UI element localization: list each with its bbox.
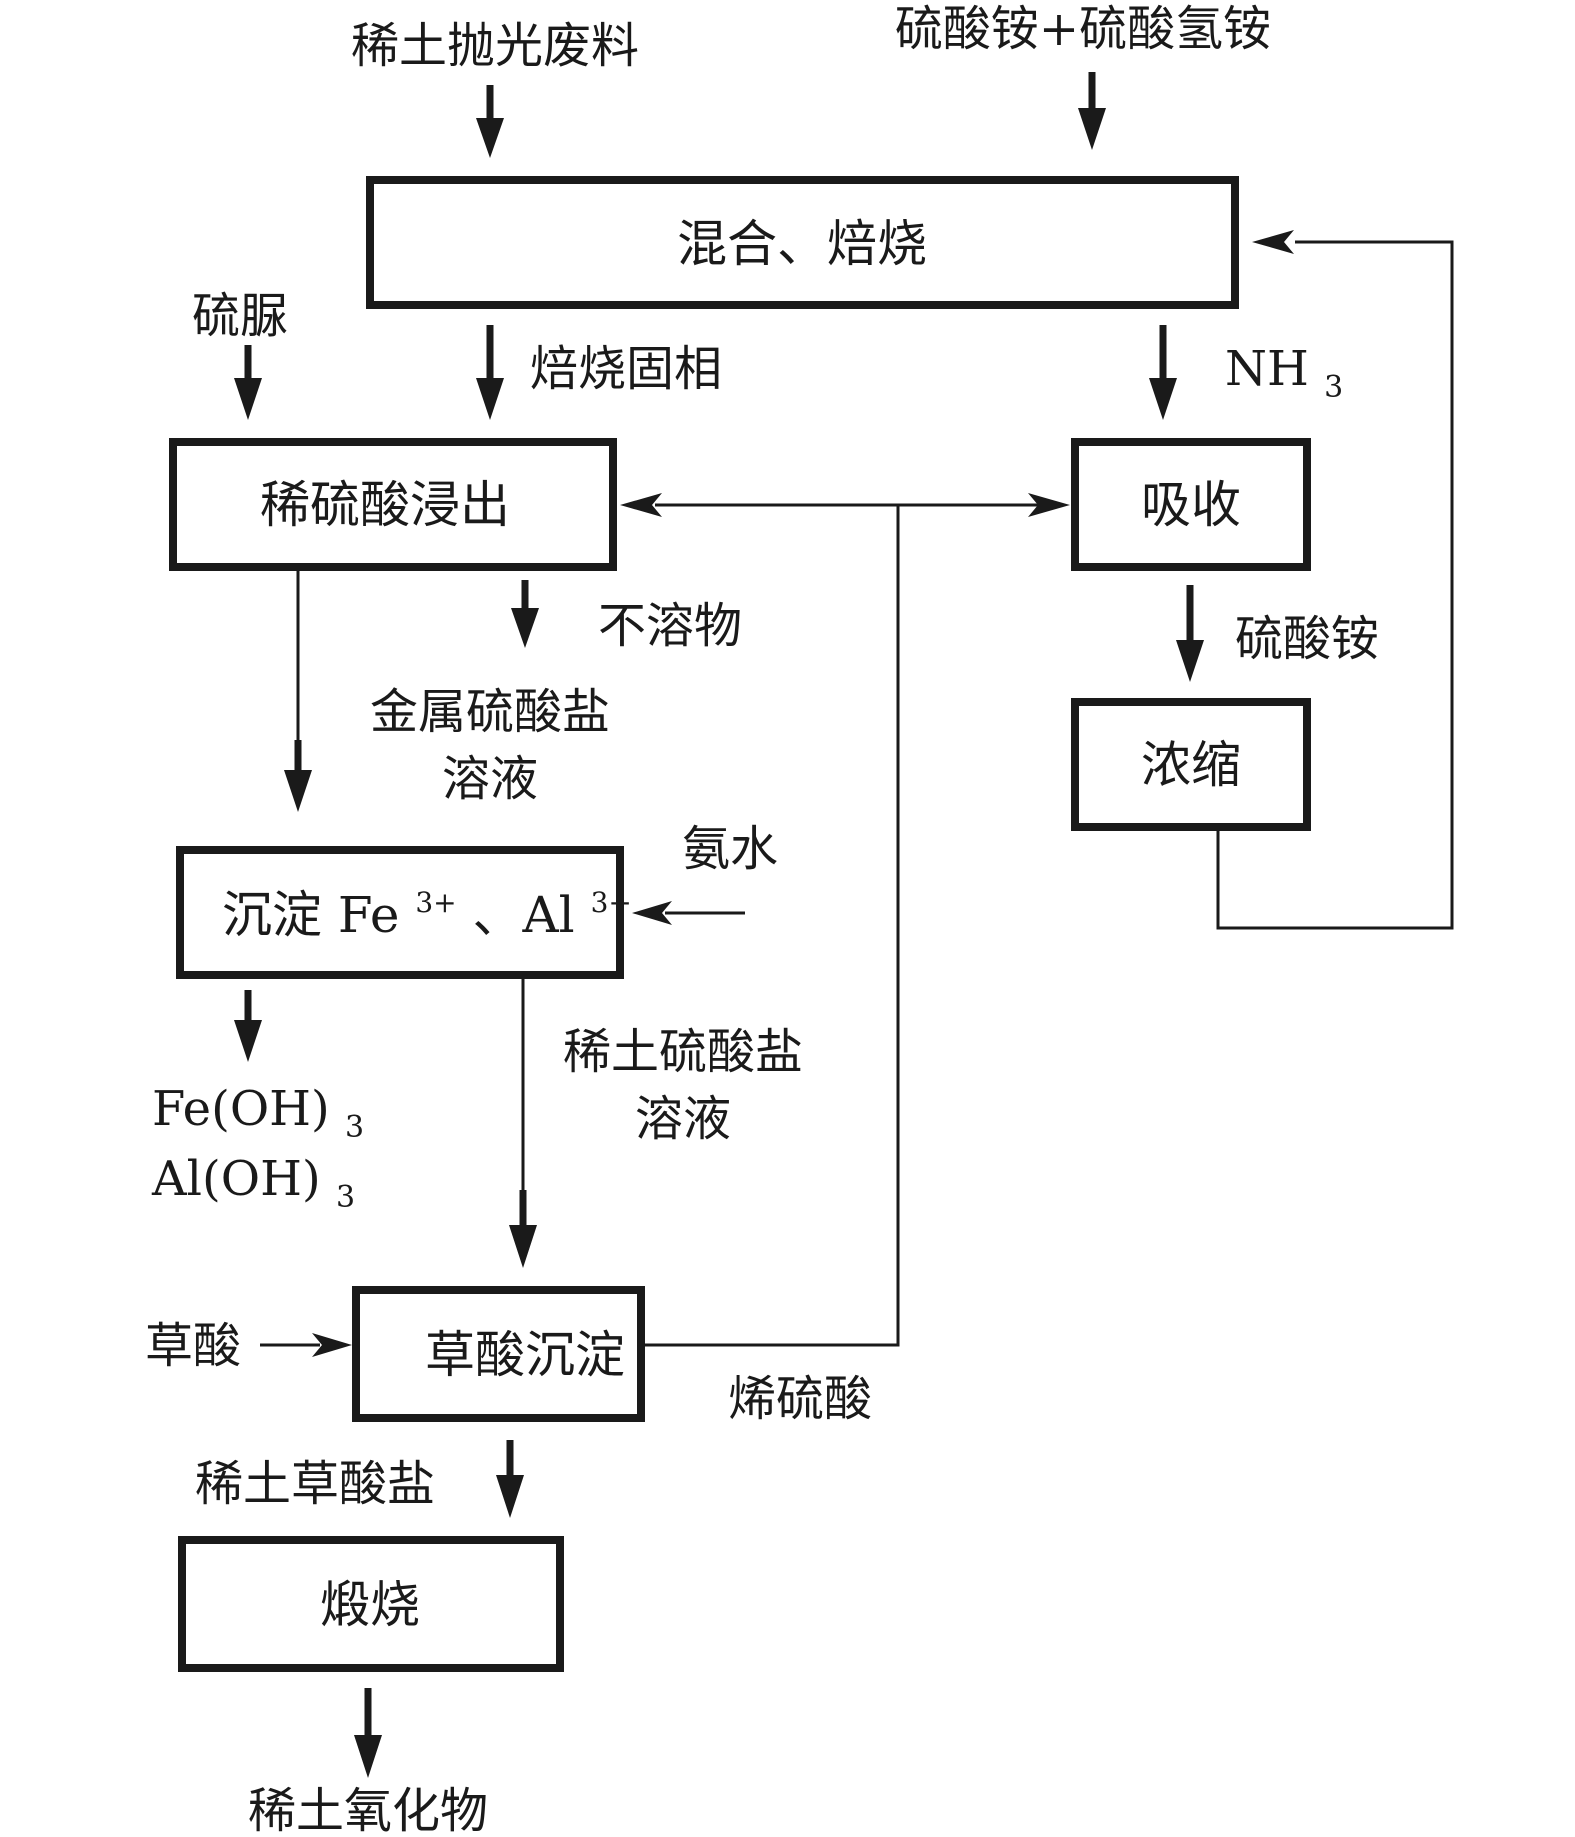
precipitate-separator: 、Al xyxy=(473,886,575,944)
box-concentrate-label: 浓缩 xyxy=(1141,736,1241,794)
box-oxalate-precipitation: 草酸沉淀 xyxy=(352,1286,645,1422)
label-thiourea: 硫脲 xyxy=(192,288,288,344)
label-ammonium-sulfate: 硫酸铵 xyxy=(1235,611,1379,667)
label-fe-hydroxide: Fe(OH) 3 xyxy=(152,1081,364,1145)
label-roast-solid: 焙烧固相 xyxy=(530,341,722,397)
box-absorb-label: 吸收 xyxy=(1141,476,1241,534)
label-re-oxalate: 稀土草酸盐 xyxy=(195,1456,435,1512)
fe-hydroxide-main: Fe(OH) xyxy=(152,1081,330,1137)
box-oxalate-precipitation-label: 草酸沉淀 xyxy=(425,1326,625,1384)
label-re-oxide: 稀土氧化物 xyxy=(248,1783,488,1837)
arrow-insoluble xyxy=(511,580,539,648)
label-polishing-waste: 稀土抛光废料 xyxy=(351,18,639,74)
arrow-oxalic-in xyxy=(260,1333,352,1357)
arrow-precipitate-to-oxalate xyxy=(509,975,537,1268)
arrow-waste-to-roast xyxy=(476,85,504,158)
box-mix-roast: 混合、焙烧 xyxy=(366,176,1239,309)
label-insoluble: 不溶物 xyxy=(598,598,742,654)
arrow-nh3-to-absorb xyxy=(1149,325,1177,420)
concentrate-recycle-loop xyxy=(1216,230,1454,930)
label-metal-sulfate-1: 金属硫酸盐 xyxy=(370,684,610,740)
arrow-thiourea-to-leach xyxy=(234,345,262,420)
arrow-ammonia-in xyxy=(632,901,745,925)
precipitate-prefix: 沉淀 Fe xyxy=(222,886,399,944)
box-mix-roast-label: 混合、焙烧 xyxy=(677,215,927,273)
label-re-sulfate-1: 稀土硫酸盐 xyxy=(563,1024,803,1080)
box-acid-leach: 稀硫酸浸出 xyxy=(169,438,617,571)
box-acid-leach-label: 稀硫酸浸出 xyxy=(260,476,510,534)
nh3-main: NH xyxy=(1225,341,1309,397)
al-charge: 3+ xyxy=(591,886,632,919)
label-metal-sulfate-2: 溶液 xyxy=(442,751,538,807)
arrow-salts-to-roast xyxy=(1078,72,1106,150)
fe-hydroxide-sub: 3 xyxy=(345,1110,364,1145)
arrow-roast-to-leach xyxy=(476,325,504,420)
label-ammonia-water: 氨水 xyxy=(682,821,778,877)
arrow-to-calcine xyxy=(496,1440,524,1518)
label-re-sulfate-2: 溶液 xyxy=(635,1091,731,1147)
label-dilute-acid: 烯硫酸 xyxy=(728,1371,872,1427)
fe-charge: 3+ xyxy=(415,886,456,919)
label-oxalic-acid: 草酸 xyxy=(145,1318,241,1374)
box-absorb: 吸收 xyxy=(1071,438,1311,571)
al-hydroxide-sub: 3 xyxy=(336,1180,355,1215)
arrow-hydroxide-out xyxy=(234,990,262,1062)
al-hydroxide-main: Al(OH) xyxy=(151,1151,321,1207)
box-precipitate-fe-al: 沉淀 Fe 3+ 、Al 3+ xyxy=(176,846,632,979)
label-al-hydroxide: Al(OH) 3 xyxy=(151,1151,355,1215)
arrow-to-oxide xyxy=(354,1688,382,1778)
nh3-sub: 3 xyxy=(1324,370,1343,405)
label-ammonium-salts: 硫酸铵+硫酸氢铵 xyxy=(895,1,1271,57)
box-precipitate-label: 沉淀 Fe 3+ 、Al 3+ xyxy=(222,866,632,944)
arrow-leach-to-precipitate xyxy=(284,567,312,812)
box-calcine-label: 煅烧 xyxy=(320,1576,420,1634)
acid-recycle-loop xyxy=(620,493,1070,1347)
arrow-absorb-to-concentrate xyxy=(1176,585,1204,682)
label-nh3: NH 3 xyxy=(1225,341,1343,405)
box-calcine: 煅烧 xyxy=(178,1536,564,1672)
box-concentrate: 浓缩 xyxy=(1071,698,1311,831)
